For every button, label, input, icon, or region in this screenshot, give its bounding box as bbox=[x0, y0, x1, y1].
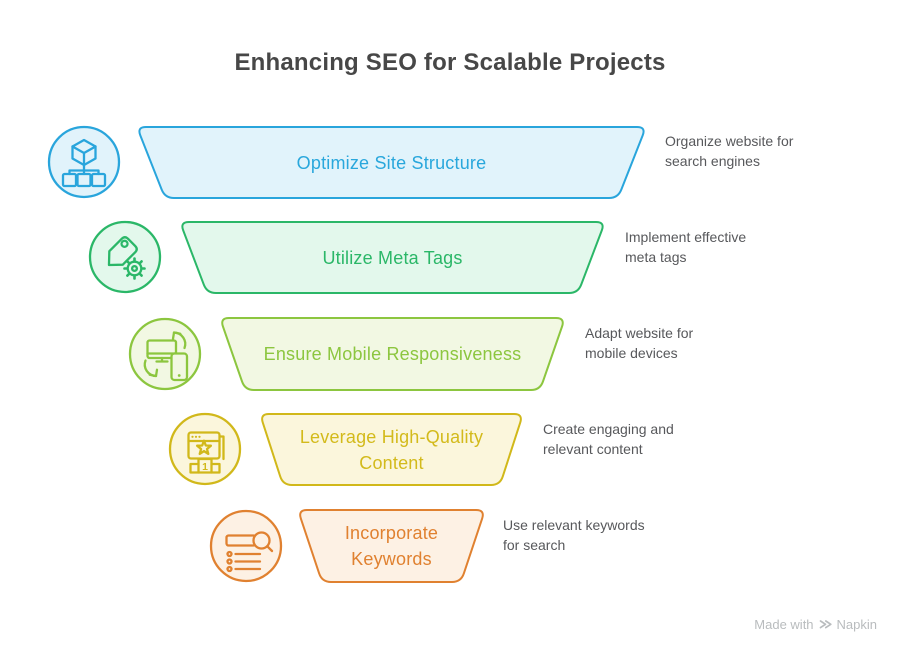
watermark-text: Made with bbox=[754, 617, 814, 632]
stage-shape bbox=[138, 126, 645, 199]
site-structure-icon bbox=[47, 125, 121, 199]
svg-text:1: 1 bbox=[202, 461, 208, 473]
napkin-logo-icon bbox=[819, 620, 832, 629]
brand-name: Napkin bbox=[836, 617, 877, 632]
stage-description: Adapt website for mobile devices bbox=[585, 325, 694, 361]
stage-shape bbox=[299, 509, 484, 583]
page-title: Enhancing SEO for Scalable Projects bbox=[234, 49, 666, 76]
stage-description: Use relevant keywords for search bbox=[503, 517, 645, 553]
napkin-watermark: Made with Napkin bbox=[754, 617, 877, 632]
stage-description: Implement effective meta tags bbox=[625, 229, 747, 265]
stage-description: Organize website for search engines bbox=[665, 133, 794, 169]
meta-tag-gear-icon bbox=[88, 220, 162, 294]
stage-shape bbox=[221, 317, 564, 391]
stage-description: Create engaging and relevant content bbox=[543, 421, 674, 457]
stage-shape bbox=[261, 413, 522, 486]
stage-shape bbox=[181, 221, 604, 294]
quality-content-icon: 1 bbox=[168, 412, 242, 486]
device-sync-icon bbox=[128, 317, 202, 391]
keyword-search-icon bbox=[209, 509, 283, 583]
